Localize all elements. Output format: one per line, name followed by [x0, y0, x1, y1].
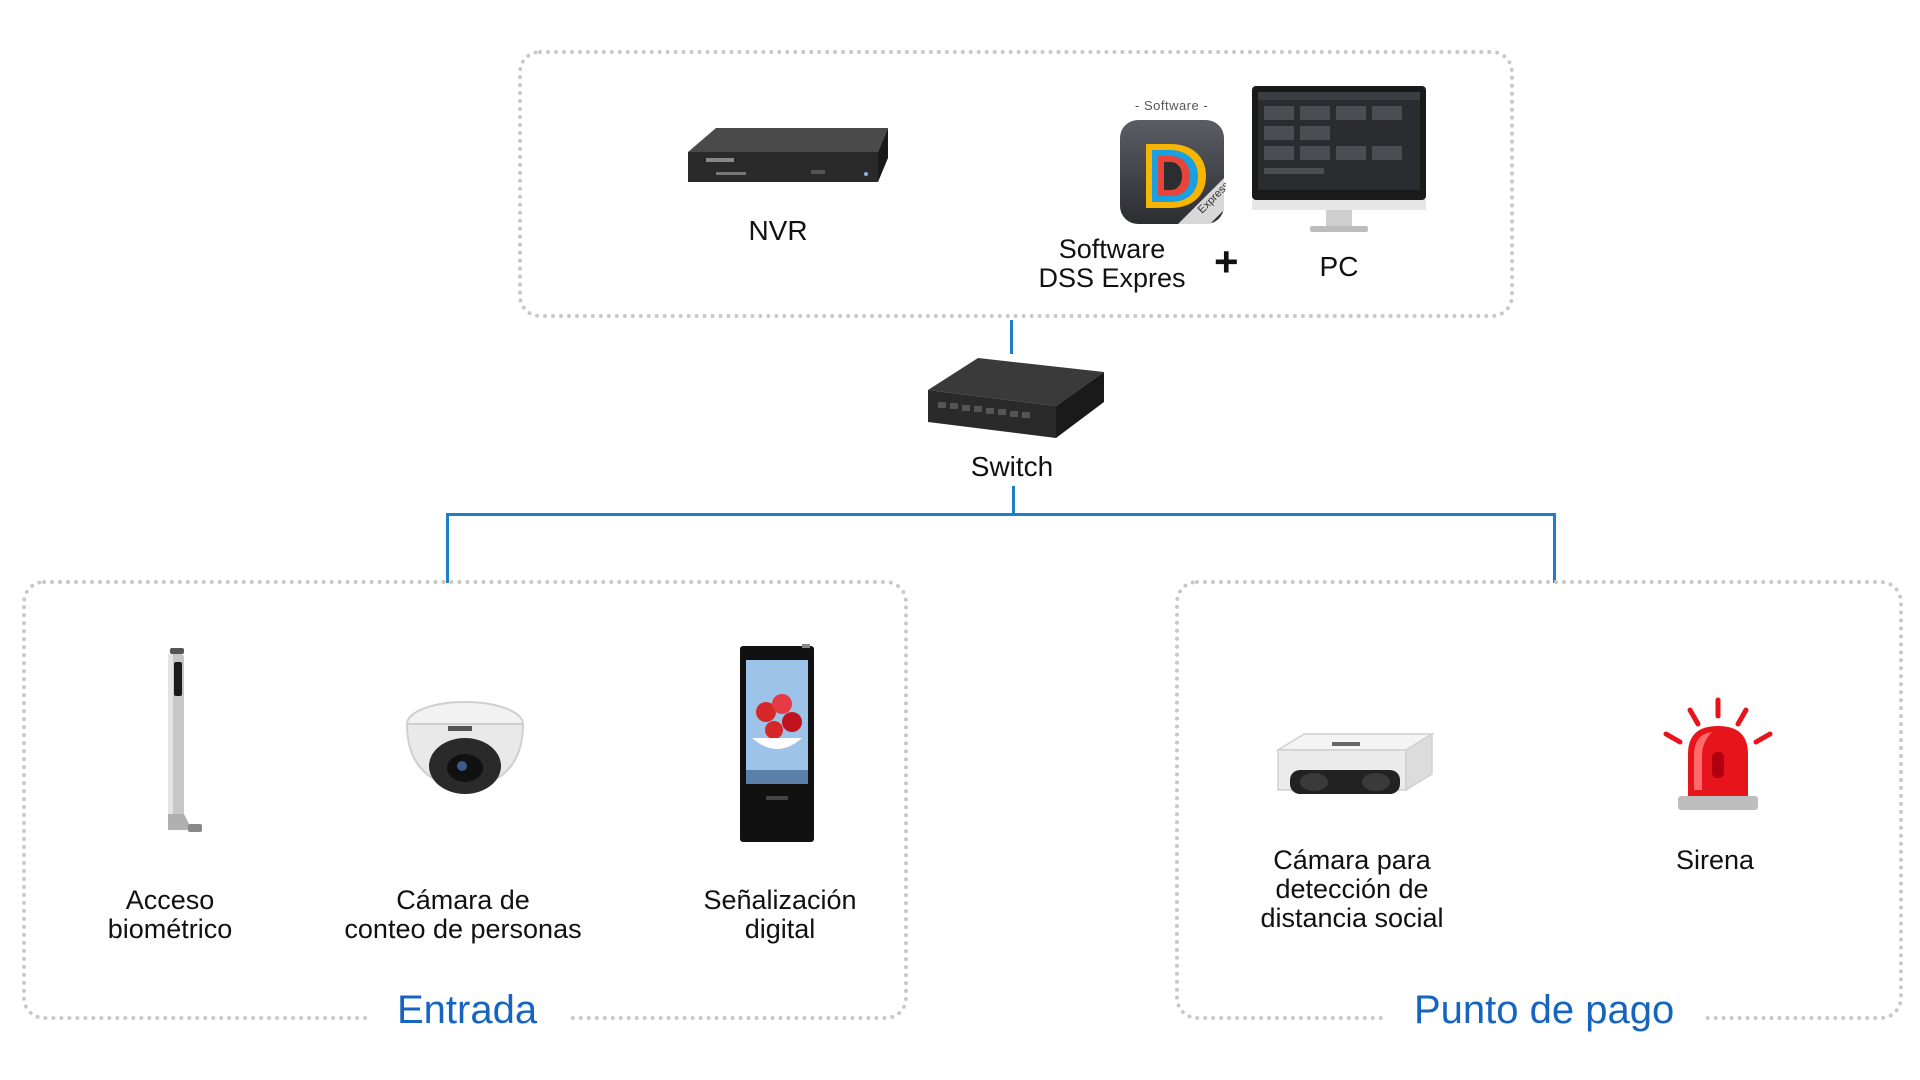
pc-monitor-icon	[1252, 86, 1426, 232]
people-counting-camera-label-line-1: Cámara de	[396, 885, 530, 915]
digital-signage-label-line-1: Señalización	[703, 885, 857, 915]
biometric-access-label: Acceso biométrico	[70, 886, 270, 944]
people-counting-camera-label-line-2: conteo de personas	[344, 914, 582, 944]
social-distance-camera-label-line-3: distancia social	[1260, 903, 1444, 933]
pc-label: PC	[1319, 251, 1359, 282]
connector-to-entrada	[446, 513, 449, 583]
switch-label: Switch	[970, 451, 1054, 482]
software-label-line-2: DSS Expres	[1038, 263, 1186, 293]
biometric-access-label-line-2: biométrico	[107, 914, 233, 944]
social-distance-camera-label-line-1: Cámara para	[1273, 845, 1431, 875]
dss-express-app-icon: Express	[1120, 120, 1226, 224]
siren-label: Sirena	[1675, 845, 1755, 875]
network-switch-icon	[928, 358, 1104, 438]
connector-to-punto-de-pago	[1553, 513, 1556, 583]
software-label: Software DSS Expres	[1030, 235, 1194, 293]
siren-icon	[1663, 697, 1773, 810]
social-distance-camera-label: Cámara para detección de distancia socia…	[1232, 846, 1472, 933]
nvr-label: NVR	[748, 215, 808, 246]
social-distance-camera-label-line-2: detección de	[1275, 874, 1429, 904]
people-counting-camera-label: Cámara de conteo de personas	[318, 886, 608, 944]
digital-signage-label: Señalización digital	[660, 886, 900, 944]
software-tagline: - Software -	[1135, 98, 1209, 113]
dual-lens-camera-icon	[1275, 732, 1435, 794]
software-label-line-1: Software	[1058, 234, 1166, 264]
plus-sign: +	[1214, 238, 1239, 285]
biometric-access-label-line-1: Acceso	[125, 885, 215, 915]
connector-switch-down	[1012, 486, 1015, 516]
punto-de-pago-group-title: Punto de pago	[1384, 988, 1705, 1032]
top-group-box	[518, 50, 1514, 318]
biometric-access-terminal-icon	[168, 648, 202, 832]
digital-signage-label-line-2: digital	[744, 914, 816, 944]
dome-camera-icon	[405, 701, 525, 794]
nvr-recorder-icon	[688, 128, 888, 182]
digital-signage-kiosk-icon	[740, 644, 814, 842]
connector-top-to-switch	[1010, 320, 1013, 354]
connector-horizontal	[446, 513, 1556, 516]
entrada-group-title: Entrada	[367, 988, 568, 1032]
